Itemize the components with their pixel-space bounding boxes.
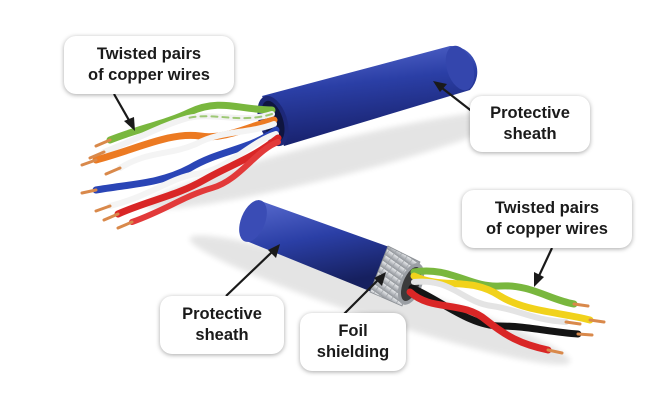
label-text: shielding: [308, 342, 398, 363]
arrow-twisted-pairs-top: [114, 94, 135, 131]
label-text: Protective: [168, 304, 276, 325]
label-text: sheath: [168, 325, 276, 346]
label-protective-sheath-bottom: Protective sheath: [160, 296, 284, 354]
label-foil-shielding: Foil shielding: [300, 313, 406, 371]
label-text: of copper wires: [470, 219, 624, 240]
label-text: Foil: [308, 321, 398, 342]
top-wire-orange: [96, 120, 274, 160]
label-text: sheath: [478, 124, 582, 145]
label-text: Protective: [478, 103, 582, 124]
label-twisted-pairs-bottom: Twisted pairs of copper wires: [462, 190, 632, 248]
label-text: Twisted pairs: [470, 198, 624, 219]
label-text: Twisted pairs: [72, 44, 226, 65]
label-text: of copper wires: [72, 65, 226, 86]
label-protective-sheath-top: Protective sheath: [470, 96, 590, 152]
arrow-twisted-pairs-bottom: [534, 248, 552, 287]
label-twisted-pairs-top: Twisted pairs of copper wires: [64, 36, 234, 94]
